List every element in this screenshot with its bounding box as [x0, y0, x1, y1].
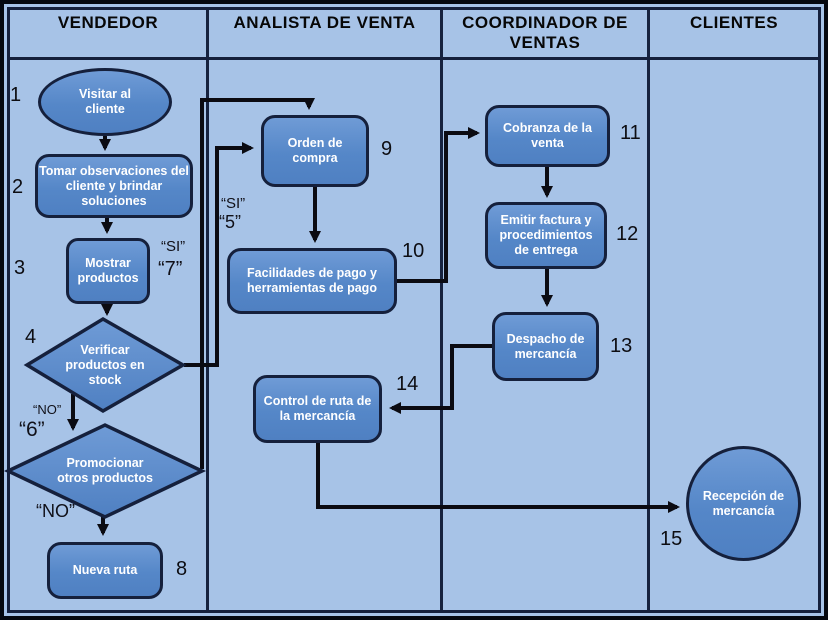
node-label: Tomar observaciones del cliente y brinda… [39, 163, 189, 208]
node-cobranza-de-la-venta: Cobranza de la venta [485, 105, 610, 167]
lane-divider-2 [440, 9, 443, 611]
node-mostrar-productos: Mostrar productos [66, 238, 150, 304]
edge-despacho-control [389, 344, 492, 414]
node-orden-de-compra: Orden de compra [261, 115, 369, 187]
node-label: Control de ruta de la mercancía [263, 394, 372, 423]
step-number-4: 4 [25, 326, 37, 348]
node-label: Visitar al cliente [79, 87, 131, 116]
node-nueva-ruta: Nueva ruta [47, 542, 163, 599]
node-tomar-observaciones: Tomar observaciones del cliente y brinda… [35, 154, 193, 218]
step-number-1: 1 [10, 84, 22, 106]
branch-label-no-6a: “NO” [33, 402, 62, 417]
edge-control-recepcion [316, 443, 680, 513]
branch-label-si-7a: “SI” [161, 238, 186, 255]
step-number-2: 2 [12, 176, 24, 198]
node-label: Orden de compra [287, 136, 343, 165]
step-number-14: 14 [396, 373, 419, 395]
branch-label-si-5b: “5” [219, 212, 241, 232]
node-recepcion-de-mercancia: Recepción de mercancía [686, 446, 801, 561]
lane-header-coordinador: COORDINADOR DE VENTAS [462, 13, 628, 52]
branch-label-no-6b: “6” [19, 418, 45, 441]
node-promocionar-otros-diamond [3, 423, 207, 519]
node-visitar-al-cliente: Visitar al cliente [38, 68, 172, 136]
step-number-13: 13 [610, 335, 633, 357]
node-label: Facilidades de pago y herramientas de pa… [247, 266, 377, 295]
node-verificar-productos-label: Verificar productos en stock [65, 342, 145, 387]
lane-divider-3 [647, 9, 650, 611]
step-number-10: 10 [402, 240, 425, 262]
step-number-8: 8 [176, 558, 188, 580]
step-number-11: 11 [620, 122, 641, 144]
step-number-15: 15 [660, 528, 683, 550]
node-verificar-productos-diamond [23, 316, 187, 414]
edge-promocionar-si-orden [200, 98, 315, 469]
node-label: Despacho de mercancía [506, 331, 585, 361]
node-control-de-ruta: Control de ruta de la mercancía [253, 375, 382, 443]
node-label: Emitir factura y procedimientos de entre… [499, 213, 593, 257]
lane-divider-1 [206, 9, 209, 611]
node-label: Recepción de mercancía [702, 488, 785, 518]
lane-header-vendedor: VENDEDOR [57, 13, 159, 32]
node-despacho-de-mercancia: Despacho de mercancía [492, 312, 599, 381]
lane-header-analista: ANALISTA DE VENTA [233, 13, 416, 32]
node-label: Cobranza de la venta [503, 121, 592, 150]
step-number-12: 12 [616, 223, 639, 245]
node-facilidades-de-pago: Facilidades de pago y herramientas de pa… [227, 248, 397, 314]
node-label: Mostrar productos [77, 256, 139, 285]
step-number-3: 3 [14, 257, 26, 279]
branch-label-si-7b: “7” [158, 258, 183, 280]
branch-label-si-5a: “SI” [221, 195, 246, 212]
step-number-9: 9 [381, 138, 393, 160]
lane-header-clientes: CLIENTES [689, 13, 779, 32]
branch-label-no-bottom: “NO” [36, 501, 75, 521]
node-label: Nueva ruta [72, 563, 138, 577]
header-separator [9, 57, 819, 60]
edge-facilidades-cobranza [397, 127, 480, 283]
node-emitir-factura: Emitir factura y procedimientos de entre… [485, 202, 607, 269]
node-promocionar-otros-label: Promocionar otros productos [57, 456, 153, 485]
